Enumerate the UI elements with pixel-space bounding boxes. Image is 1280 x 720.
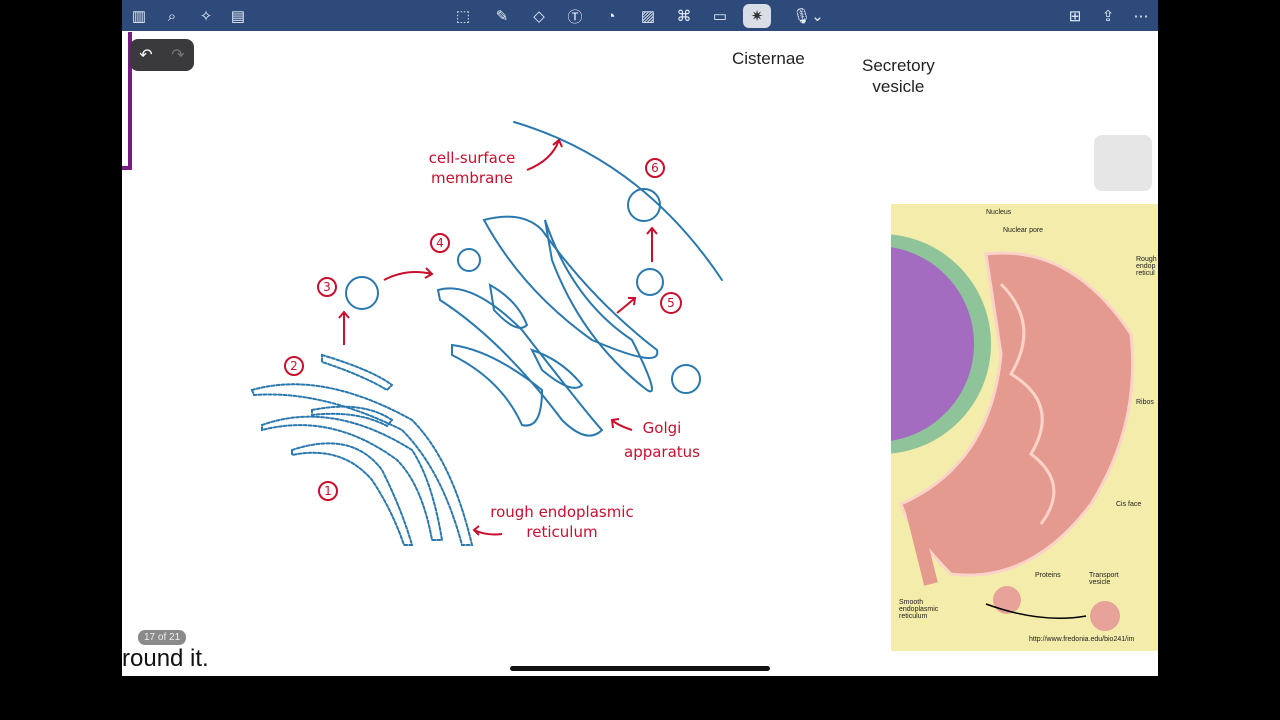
purple-ink-line bbox=[122, 32, 132, 170]
lasso-icon[interactable]: ⬚ bbox=[455, 8, 471, 25]
share-icon[interactable]: ⇪ bbox=[1101, 8, 1115, 25]
shapes-icon[interactable]: ◔ bbox=[606, 7, 616, 25]
vesicle-6 bbox=[627, 188, 661, 222]
more-icon[interactable]: ⋯ bbox=[1133, 8, 1149, 25]
step-3: 3 bbox=[323, 280, 331, 294]
membrane-label: membrane bbox=[431, 169, 513, 187]
vesicle-3 bbox=[345, 276, 379, 310]
golgi-apparatus bbox=[436, 215, 701, 437]
golgi-label: Golgi bbox=[643, 419, 682, 437]
reticulum-label: reticulum bbox=[526, 523, 597, 541]
vesicle-5 bbox=[636, 268, 664, 296]
laser-pointer-icon[interactable]: ✷ bbox=[743, 4, 771, 28]
search-icon[interactable]: ⌕ bbox=[167, 7, 177, 25]
secretory-vesicle-label: Secretory vesicle bbox=[862, 56, 935, 96]
microphone-icon[interactable]: 🎙︎⌄ bbox=[792, 8, 824, 25]
step-2: 2 bbox=[290, 359, 298, 373]
step-5: 5 bbox=[667, 296, 675, 310]
sticky-note-icon[interactable]: ▭ bbox=[712, 8, 728, 25]
step-6: 6 bbox=[651, 161, 659, 175]
eraser-icon[interactable]: ◇ bbox=[533, 8, 545, 25]
source-url: http://www.fredonia.edu/bio241/im bbox=[1029, 636, 1135, 643]
pen-icon[interactable]: ✎ bbox=[495, 8, 509, 25]
transport-vesicle-label: Transport vesicle bbox=[1089, 572, 1119, 586]
add-page-icon[interactable]: ⊞ bbox=[1068, 8, 1082, 25]
subtitle-caption: round it. bbox=[122, 645, 209, 672]
nucleus-label: Nucleus bbox=[986, 209, 1012, 216]
step-4: 4 bbox=[436, 236, 444, 250]
ribosome-label: Ribos bbox=[1136, 399, 1154, 406]
rough-er-label: Rough endop reticul bbox=[1136, 256, 1157, 277]
redo-button[interactable]: ↷ bbox=[171, 47, 185, 64]
undo-button[interactable]: ↶ bbox=[139, 47, 153, 64]
sidebar-icon[interactable]: ▥ bbox=[131, 8, 147, 25]
proteins-label: Proteins bbox=[1035, 572, 1061, 579]
cisternae-label: Cisternae bbox=[732, 49, 805, 68]
image-icon[interactable]: ▨ bbox=[640, 8, 656, 25]
cell-membrane bbox=[513, 121, 723, 281]
floating-button[interactable] bbox=[1094, 135, 1152, 191]
rough-er bbox=[250, 353, 474, 546]
step-1: 1 bbox=[324, 484, 332, 498]
smooth-er-label: Smooth endoplasmic reticulum bbox=[899, 599, 939, 620]
elements-icon[interactable]: ⌘ bbox=[676, 8, 692, 25]
document-settings-icon[interactable]: ▤ bbox=[230, 8, 246, 25]
rer-label: rough endoplasmic bbox=[490, 503, 633, 521]
toolbar: ▥ ⌕ ✧ ▤ ⬚ ✎ ◇ Ⓣ ◔ ▨ ⌘ ▭ ✷ 🎙︎⌄ ⊞ ⇪ ⋯ bbox=[122, 0, 1158, 31]
undo-redo: ↶ ↷ bbox=[130, 39, 194, 71]
home-indicator[interactable] bbox=[510, 666, 770, 671]
magic-icon[interactable]: ✧ bbox=[199, 8, 213, 25]
notes-canvas[interactable]: ▥ ⌕ ✧ ▤ ⬚ ✎ ◇ Ⓣ ◔ ▨ ⌘ ▭ ✷ 🎙︎⌄ ⊞ ⇪ ⋯ ↶ ↷ … bbox=[122, 0, 1158, 676]
textbook-er-golgi-image: Nucleus Nuclear pore Rough endop reticul… bbox=[891, 204, 1158, 651]
cis-face-label: Cis face bbox=[1116, 501, 1142, 508]
cell-surface-label: cell-surface bbox=[429, 149, 516, 167]
apparatus-label: apparatus bbox=[624, 443, 700, 461]
nuclear-pore-label: Nuclear pore bbox=[1003, 227, 1044, 234]
protein-secretion-diagram: 1 2 3 4 5 6 cell-surface membrane Golgi … bbox=[250, 121, 723, 546]
text-box-icon[interactable]: Ⓣ bbox=[567, 8, 583, 26]
page-indicator: 17 of 21 bbox=[138, 630, 187, 645]
